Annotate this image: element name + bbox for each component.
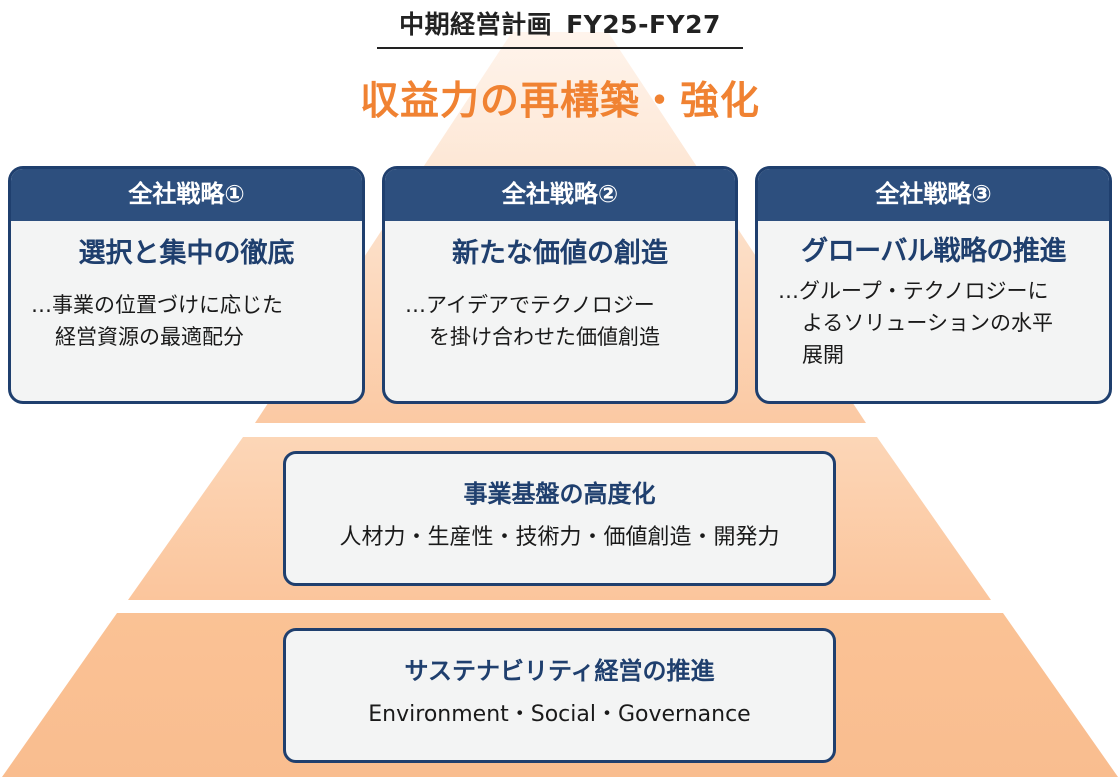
- strategy-card-3: 全社戦略③ グローバル戦略の推進 …グループ・テクノロジーに よるソリューション…: [755, 166, 1112, 404]
- main-goal-title: 収益力の再構築・強化: [359, 79, 760, 124]
- description-line: …アイデアでテクノロジー: [405, 293, 655, 317]
- description-line: 展開: [802, 343, 844, 367]
- description-line: …グループ・テクノロジーに: [778, 279, 1049, 303]
- strategy-card-title: グローバル戦略の推進: [801, 236, 1066, 267]
- strategy-card-1: 全社戦略① 選択と集中の徹底 …事業の位置づけに応じた 経営資源の最適配分: [8, 166, 365, 404]
- strategy-card-title: 選択と集中の徹底: [78, 238, 295, 269]
- foundation-title: 事業基盤の高度化: [463, 480, 656, 508]
- strategy-card-description: …グループ・テクノロジーに よるソリューションの水平 展開: [758, 275, 1109, 371]
- plan-period: FY25-FY27: [566, 10, 721, 39]
- strategy-card-2: 全社戦略② 新たな価値の創造 …アイデアでテクノロジー を掛け合わせた価値創造: [382, 166, 738, 404]
- description-line: 経営資源の最適配分: [55, 325, 244, 349]
- foundation-box: 事業基盤の高度化 人材力・生産性・技術力・価値創造・開発力: [283, 451, 836, 586]
- sustainability-box: サステナビリティ経営の推進 Environment・Social・Governa…: [283, 628, 836, 763]
- strategy-card-description: …事業の位置づけに応じた 経営資源の最適配分: [11, 289, 362, 353]
- description-line: …事業の位置づけに応じた: [31, 293, 283, 317]
- plan-title: 中期経営計画: [399, 10, 553, 39]
- sustainability-title: サステナビリティ経営の推進: [404, 657, 715, 685]
- sustainability-subtitle: Environment・Social・Governance: [368, 702, 751, 727]
- description-line: を掛け合わせた価値創造: [429, 325, 660, 349]
- foundation-subtitle: 人材力・生産性・技術力・価値創造・開発力: [339, 525, 780, 550]
- plan-header: 中期経営計画 FY25-FY27: [377, 6, 743, 49]
- strategy-card-description: …アイデアでテクノロジー を掛け合わせた価値創造: [385, 289, 735, 353]
- description-line: よるソリューションの水平: [802, 311, 1053, 335]
- strategy-card-label: 全社戦略②: [385, 169, 735, 221]
- strategy-card-label: 全社戦略③: [758, 169, 1109, 221]
- strategy-card-title: 新たな価値の創造: [452, 238, 668, 269]
- strategy-card-label: 全社戦略①: [11, 169, 362, 221]
